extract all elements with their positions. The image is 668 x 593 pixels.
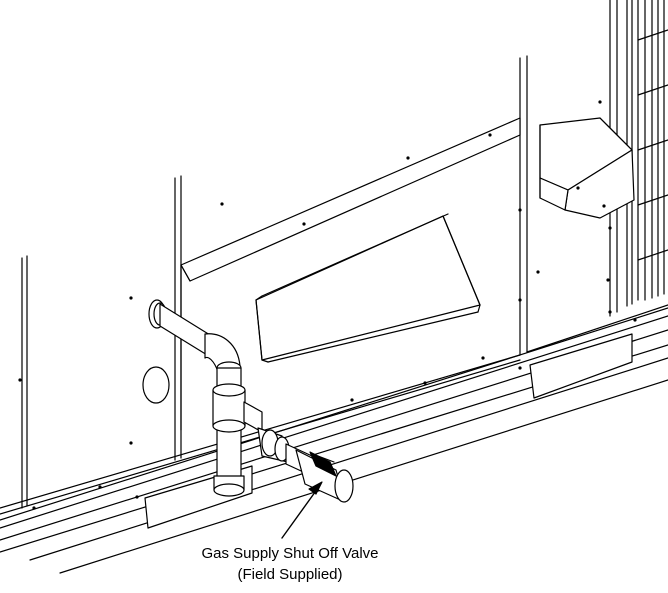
access-panel xyxy=(180,117,521,431)
leader-arrow xyxy=(281,481,323,539)
base-rails xyxy=(0,304,668,574)
gas-piping xyxy=(148,299,354,503)
center-hood xyxy=(255,213,481,363)
valve-callout: Gas Supply Shut Off Valve (Field Supplie… xyxy=(150,543,430,585)
side-grille xyxy=(609,0,668,317)
vent-box xyxy=(539,117,635,219)
callout-line-2: (Field Supplied) xyxy=(237,566,343,583)
knockout-hole xyxy=(142,366,170,404)
callout-line-1: Gas Supply Shut Off Valve xyxy=(201,545,379,562)
screws xyxy=(18,100,637,510)
